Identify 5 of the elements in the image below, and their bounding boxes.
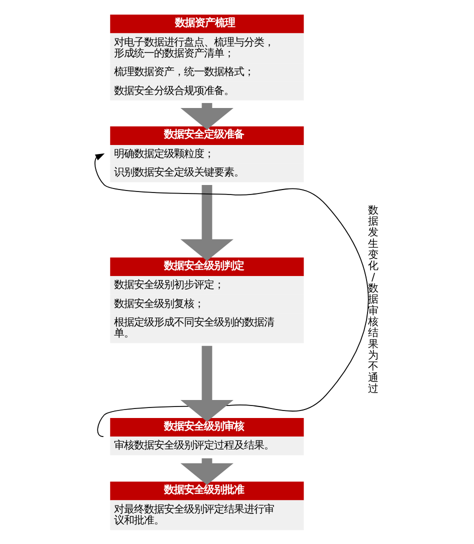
- arrow: [180, 346, 234, 422]
- edge-label: 数据发生变化/数据审核结果为不通过: [368, 204, 378, 396]
- arrow: [180, 103, 234, 130]
- arrow: [180, 458, 234, 485]
- arrow: [180, 184, 234, 261]
